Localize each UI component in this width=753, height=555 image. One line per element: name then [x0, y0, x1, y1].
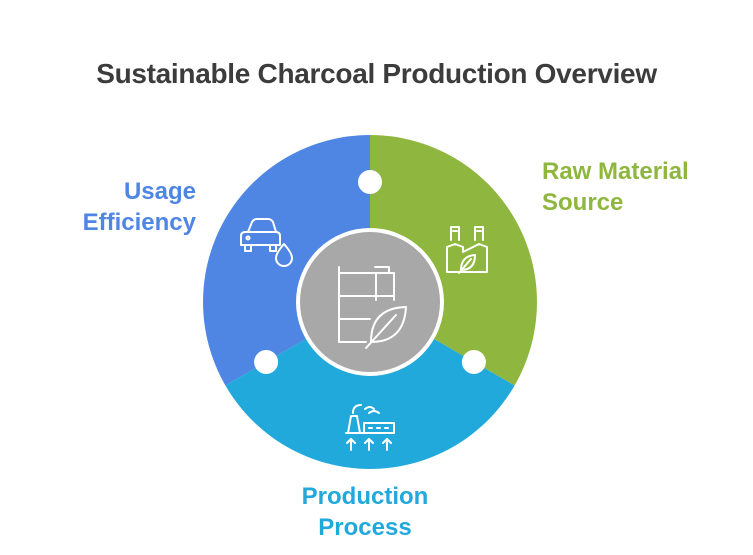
label-raw-material-source: Raw Material Source	[542, 156, 742, 218]
label-production-line1: Production	[301, 483, 429, 510]
label-raw-line2: Source	[542, 189, 624, 216]
segment-production-process	[225, 302, 515, 469]
label-production-process: Production Process	[215, 481, 515, 543]
label-production-line2: Process	[318, 514, 412, 541]
factory-leaf-icon	[446, 226, 488, 274]
label-usage-efficiency: Usage Efficiency	[30, 176, 196, 238]
label-usage-line1: Usage	[123, 178, 196, 205]
car-fuel-drop-icon	[240, 218, 293, 267]
production-facility-icon	[345, 404, 395, 451]
center-circle	[296, 228, 444, 376]
scaffold-leaf-icon	[338, 266, 407, 349]
diagram-title: Sustainable Charcoal Production Overview	[96, 58, 657, 89]
label-raw-line1: Raw Material	[542, 158, 689, 185]
label-usage-line2: Efficiency	[82, 209, 196, 236]
